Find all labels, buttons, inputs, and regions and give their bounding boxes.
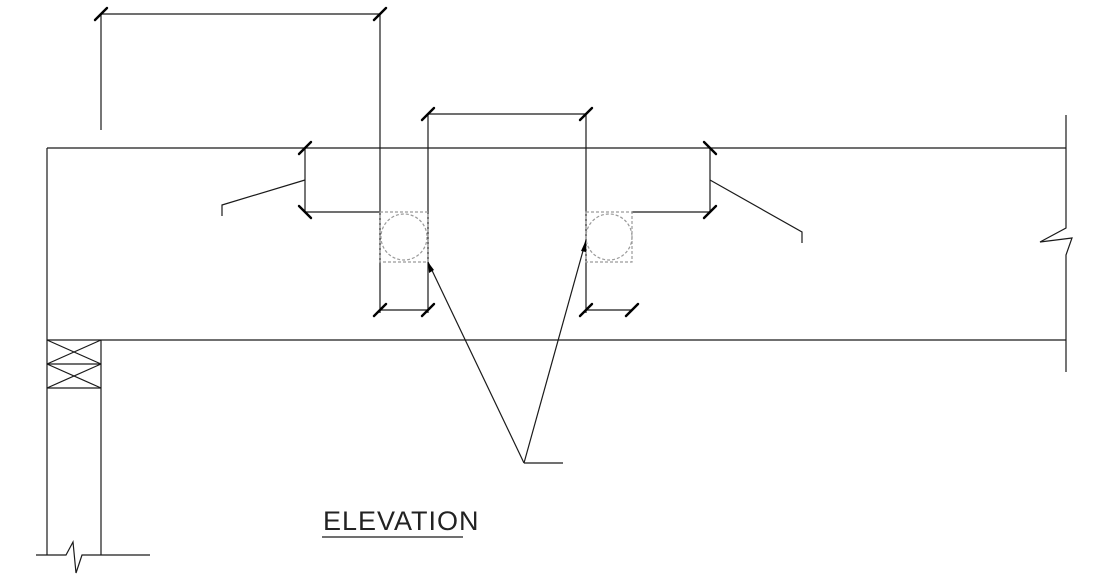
right-opening-circle [585,213,633,261]
overall-dimension [93,6,388,313]
view-title-text: ELEVATION [323,506,480,536]
opening-spacing-dimension [420,106,594,313]
beam [47,147,1066,341]
left-opening [372,211,436,318]
bearing-block [46,339,102,389]
right-opening [578,211,640,318]
left-depth-dimension [221,140,380,220]
arrowhead-right [581,240,586,252]
left-leader-line [221,179,306,216]
support-column [36,148,150,574]
left-opening-circle [380,213,428,261]
right-break-line [1039,115,1073,372]
arrowhead-left [428,262,434,273]
view-title: ELEVATION [322,506,480,538]
right-leader-line [709,179,803,243]
column-break-line [36,539,150,574]
opening-leader [427,239,587,464]
right-depth-dimension [632,140,803,243]
